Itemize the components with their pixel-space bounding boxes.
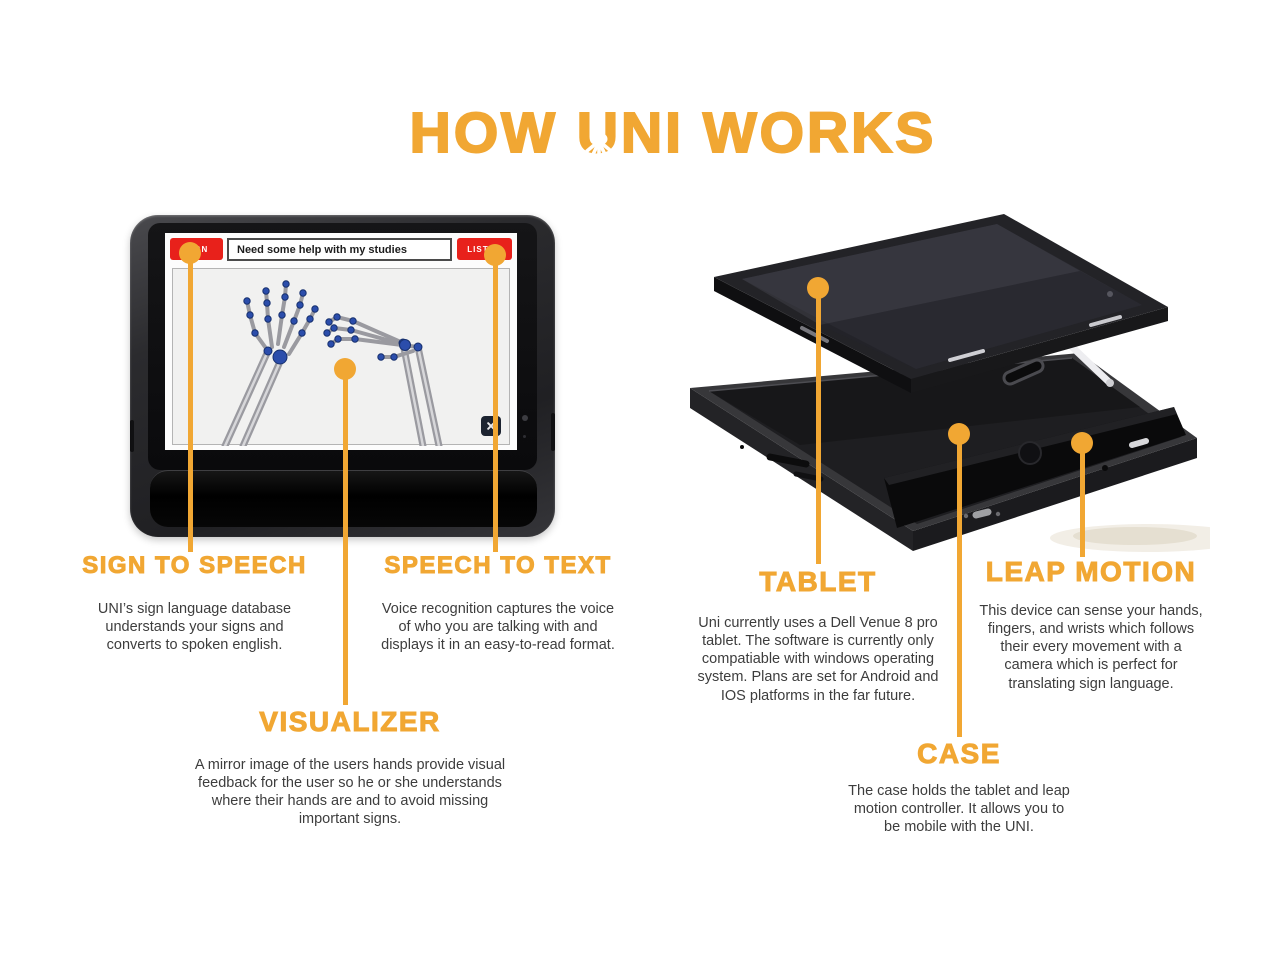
hand-joints-right	[323, 313, 423, 361]
leap-motion-heading: LEAP MOTION	[985, 556, 1197, 588]
callout-line-tablet	[816, 288, 821, 564]
callout-line-sign-to-speech	[188, 253, 193, 552]
speaker-slot	[1002, 358, 1045, 386]
section-leap-motion: LEAP MOTION This device can sense your h…	[953, 556, 1229, 693]
case-body: The case holds the tablet and leap motio…	[848, 783, 1070, 836]
switch	[972, 508, 992, 519]
section-speech-to-text: SPEECH TO TEXT Voice recognition capture…	[358, 552, 638, 654]
speech-to-text-body: Voice recognition captures the voice of …	[381, 601, 615, 654]
callout-dot-tablet	[807, 277, 829, 299]
sign-to-speech-heading: SIGN TO SPEECH	[82, 552, 307, 580]
speech-text-input[interactable]	[227, 238, 452, 261]
skeletal-hands-illustration	[221, 280, 443, 446]
shadow	[1050, 524, 1210, 552]
callout-line-visualizer	[343, 369, 348, 705]
section-visualizer: VISUALIZER A mirror image of the users h…	[180, 706, 520, 829]
page-title: HOW UNI WORKS	[33, 100, 1280, 166]
callout-dot-leap-motion	[1071, 432, 1093, 454]
stylus	[1066, 341, 1114, 387]
callout-line-speech-to-text	[493, 255, 498, 552]
tablet-heading: TABLET	[759, 566, 877, 598]
hand-skeleton-left	[221, 282, 317, 446]
section-case: CASE The case holds the tablet and leap …	[845, 738, 1073, 836]
visualizer-heading: VISUALIZER	[259, 706, 441, 738]
speech-to-text-heading: SPEECH TO TEXT	[384, 552, 612, 580]
case-heading: CASE	[917, 738, 1001, 770]
front-camera-dot	[1107, 291, 1113, 297]
camera-dot-icon	[522, 415, 528, 421]
hand-joints-left	[243, 280, 319, 365]
tablet-bezel: SIGN LISTEN	[148, 223, 537, 470]
leap-motion-body: This device can sense your hands, finger…	[979, 603, 1203, 692]
sign-to-speech-body: UNI’s sign language database understands…	[97, 601, 292, 654]
sensor-dot-icon	[523, 435, 526, 438]
screen-toolbar: SIGN LISTEN	[165, 233, 517, 263]
exploded-device-illustration	[690, 214, 1210, 552]
title-u-letter: U	[576, 100, 621, 166]
tablet-body: Uni currently uses a Dell Venue 8 pro ta…	[697, 615, 939, 704]
side-port	[551, 413, 555, 451]
edge-button	[948, 349, 985, 362]
title-pre: HOW	[409, 100, 577, 166]
volume-slot	[766, 453, 810, 468]
title-post: NI WORKS	[620, 100, 937, 166]
callout-dot-case	[948, 423, 970, 445]
callout-dot-visualizer	[334, 358, 356, 380]
callout-dot-speech-to-text	[484, 244, 506, 266]
section-sign-to-speech: SIGN TO SPEECH UNI’s sign language datab…	[42, 552, 347, 654]
dot-detail	[963, 513, 969, 519]
dot-detail	[995, 511, 1001, 517]
close-icon[interactable]	[481, 416, 501, 436]
section-tablet: TABLET Uni currently uses a Dell Venue 8…	[683, 566, 953, 705]
edge-button	[800, 326, 829, 343]
callout-line-case	[957, 434, 962, 737]
hand-visualizer-panel	[172, 268, 510, 446]
pin-hole	[740, 445, 744, 449]
uni-device-front: SIGN LISTEN	[130, 215, 555, 537]
callout-dot-sign-to-speech	[179, 242, 201, 264]
tablet-screen: SIGN LISTEN	[165, 233, 517, 450]
hand-icon	[585, 132, 613, 159]
side-port-white	[1129, 438, 1149, 448]
visualizer-body: A mirror image of the users hands provid…	[194, 757, 506, 828]
side-button	[130, 420, 134, 452]
tablet-3d	[714, 214, 1168, 393]
mic-hole	[1102, 465, 1108, 471]
callout-line-leap-motion	[1080, 443, 1085, 557]
edge-button	[1089, 315, 1122, 327]
